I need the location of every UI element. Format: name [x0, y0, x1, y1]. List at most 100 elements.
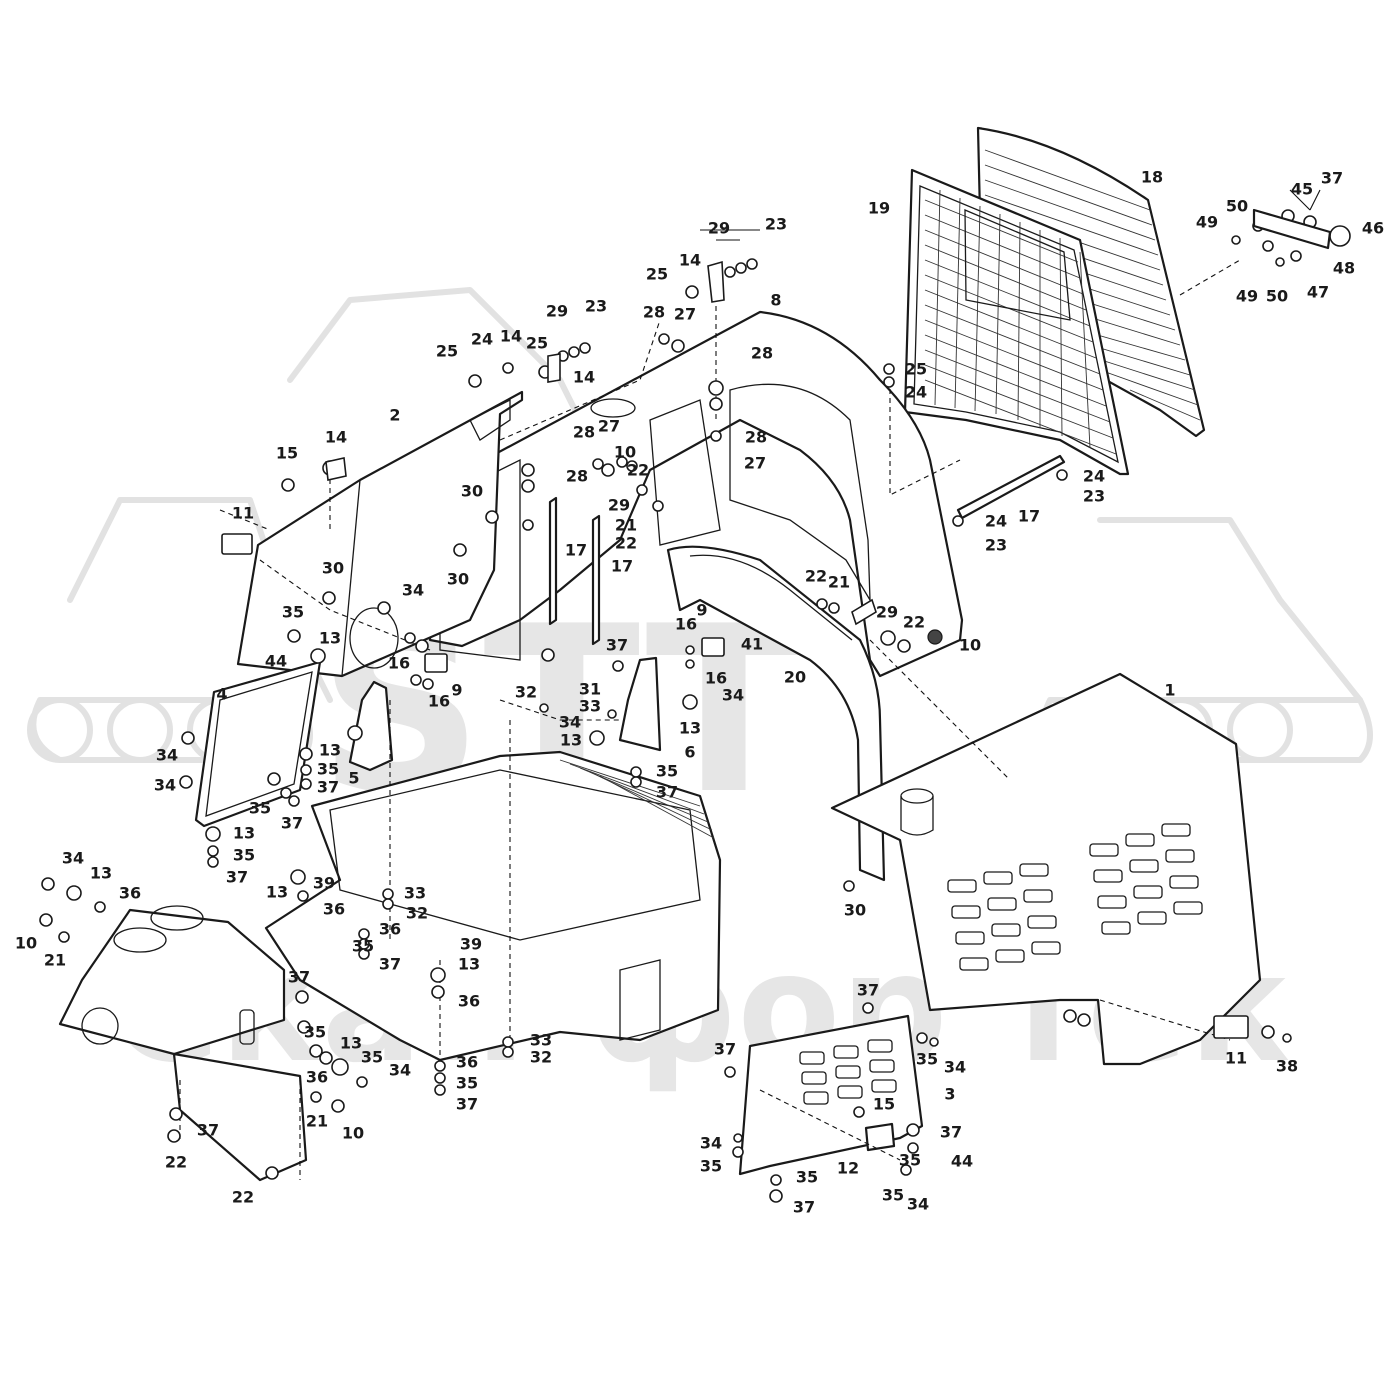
- callout-label: 14: [325, 428, 347, 447]
- callout-label: 47: [1307, 283, 1329, 302]
- callout-label: 21: [828, 573, 850, 592]
- callout-label: 35: [233, 846, 255, 865]
- callout-label: 9: [451, 681, 462, 700]
- callout-label: 37: [793, 1198, 815, 1217]
- callout-label: 2: [389, 406, 400, 425]
- callout-label: 3: [944, 1085, 955, 1104]
- callout-label: 39: [460, 935, 482, 954]
- callout-label: 23: [765, 215, 787, 234]
- callout-label: 18: [1141, 168, 1163, 187]
- left-console-box: [58, 905, 308, 1182]
- callout-label: 13: [679, 719, 701, 738]
- callout-label: 25: [646, 265, 668, 284]
- callout-label: 37: [940, 1123, 962, 1142]
- callout-label: 17: [611, 557, 633, 576]
- callout-label: 36: [323, 900, 345, 919]
- callout-label: 30: [461, 482, 483, 501]
- part-5-bracket: [348, 680, 394, 772]
- callout-label: 37: [1321, 169, 1343, 188]
- callout-label: 11: [232, 504, 254, 523]
- callout-label: 36: [119, 884, 141, 903]
- callout-label: 28: [751, 344, 773, 363]
- callout-label: 13: [319, 741, 341, 760]
- callout-label: 25: [436, 342, 458, 361]
- callout-label: 27: [744, 454, 766, 473]
- callout-label: 13: [319, 629, 341, 648]
- callout-label: 12: [837, 1159, 859, 1178]
- callout-label: 10: [959, 636, 981, 655]
- callout-label: 25: [526, 334, 548, 353]
- callout-label: 32: [406, 904, 428, 923]
- callout-label: 29: [708, 219, 730, 238]
- callout-label: 8: [770, 291, 781, 310]
- callout-label: 30: [447, 570, 469, 589]
- callout-label: 35: [656, 762, 678, 781]
- callout-label: 22: [903, 613, 925, 632]
- callout-label: 9: [696, 601, 707, 620]
- callout-label: 28: [745, 428, 767, 447]
- callout-label: 34: [154, 776, 176, 795]
- part-4-side-door: [194, 660, 322, 828]
- callout-label: 1: [1164, 681, 1175, 700]
- part-3-side-panel: [738, 1014, 924, 1176]
- callout-label: 38: [1276, 1057, 1298, 1076]
- callout-label: 34: [402, 581, 424, 600]
- callout-label: 33: [579, 697, 601, 716]
- callout-label: 22: [805, 567, 827, 586]
- callout-label: 35: [352, 937, 374, 956]
- callout-label: 23: [985, 536, 1007, 555]
- callout-label: 35: [916, 1050, 938, 1069]
- callout-label: 37: [226, 868, 248, 887]
- callout-label: 31: [579, 680, 601, 699]
- callout-label: 44: [265, 652, 287, 671]
- base-frame-tray: [264, 750, 722, 1062]
- callout-label: 37: [857, 981, 879, 1000]
- callout-label: 34: [62, 849, 84, 868]
- callout-label: 19: [868, 199, 890, 218]
- callout-label: 35: [304, 1023, 326, 1042]
- callout-label: 34: [944, 1058, 966, 1077]
- callout-label: 34: [559, 713, 581, 732]
- callout-label: 21: [615, 516, 637, 535]
- callout-label: 36: [306, 1068, 328, 1087]
- part-1-front-bonnet: [830, 672, 1262, 1066]
- callout-label: 48: [1333, 259, 1355, 278]
- callout-label: 10: [342, 1124, 364, 1143]
- callout-label: 24: [1083, 467, 1105, 486]
- callout-label: 34: [907, 1195, 929, 1214]
- callout-label: 23: [1083, 487, 1105, 506]
- callout-label: 37: [281, 814, 303, 833]
- callout-label: 34: [156, 746, 178, 765]
- callout-label: 20: [784, 668, 806, 687]
- callout-label: 30: [844, 901, 866, 920]
- callout-label: 17: [565, 541, 587, 560]
- part-20-front-arch: [666, 545, 886, 882]
- callout-label: 30: [322, 559, 344, 578]
- callout-label: 15: [276, 444, 298, 463]
- part-19-mesh-screen: [903, 168, 1130, 476]
- callout-label: 17: [1018, 507, 1040, 526]
- callout-label: 23: [585, 297, 607, 316]
- callout-label: 21: [44, 951, 66, 970]
- callout-label: 35: [456, 1074, 478, 1093]
- callout-label: 29: [608, 496, 630, 515]
- callout-label: 33: [530, 1031, 552, 1050]
- bonnet-vent-slots: [947, 823, 1203, 971]
- callout-label: 39: [313, 874, 335, 893]
- callout-label: 27: [674, 305, 696, 324]
- callout-label: 14: [573, 368, 595, 387]
- callout-label: 35: [249, 799, 271, 818]
- callout-label: 21: [306, 1112, 328, 1131]
- callout-label: 35: [882, 1186, 904, 1205]
- callout-label: 22: [165, 1153, 187, 1172]
- callout-label: 37: [317, 778, 339, 797]
- callout-label: 25: [905, 360, 927, 379]
- callout-label: 35: [282, 603, 304, 622]
- callout-label: 11: [1225, 1049, 1247, 1068]
- callout-label: 35: [317, 760, 339, 779]
- callout-label: 22: [615, 534, 637, 553]
- callout-label: 16: [705, 669, 727, 688]
- callout-label: 32: [530, 1048, 552, 1067]
- callout-label: 50: [1226, 197, 1248, 216]
- callout-label: 13: [560, 731, 582, 750]
